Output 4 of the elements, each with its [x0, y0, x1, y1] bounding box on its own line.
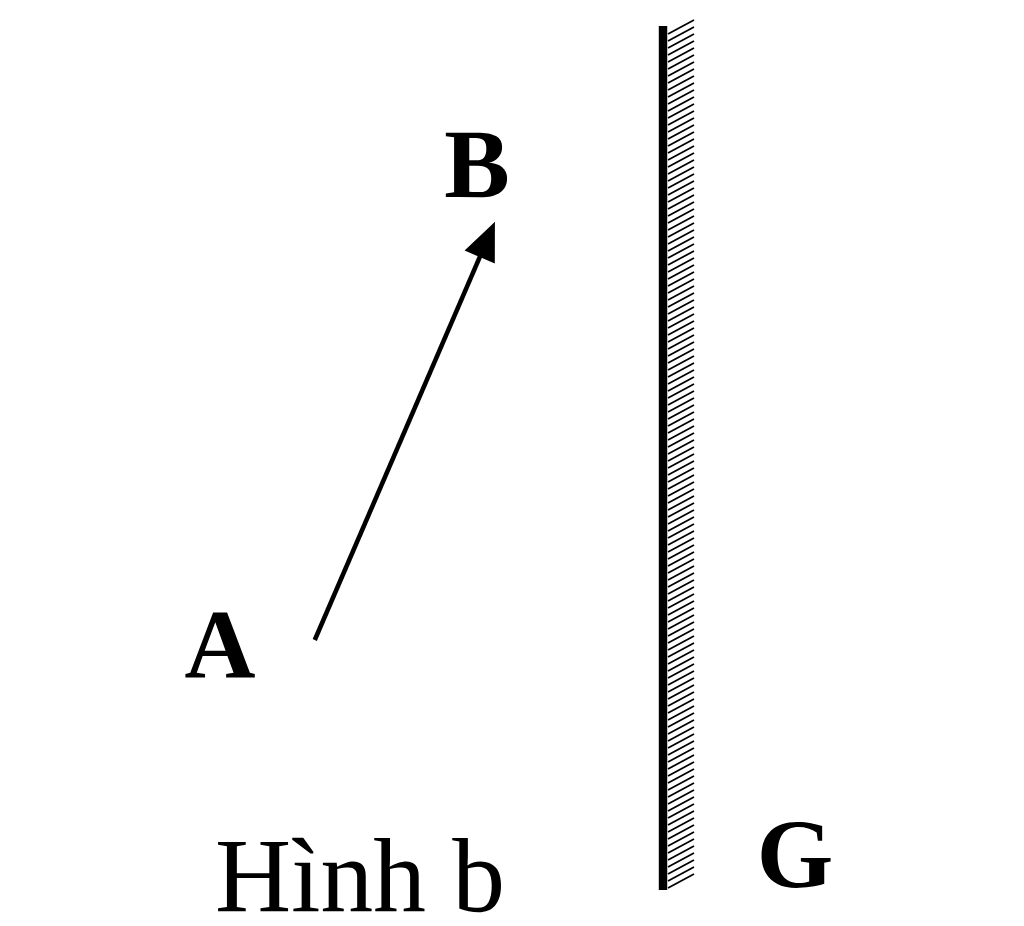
figure-caption: Hình b [218, 837, 501, 913]
point-label: A [185, 612, 255, 678]
mirror-label: G [761, 821, 831, 888]
point-label: B [445, 132, 508, 198]
